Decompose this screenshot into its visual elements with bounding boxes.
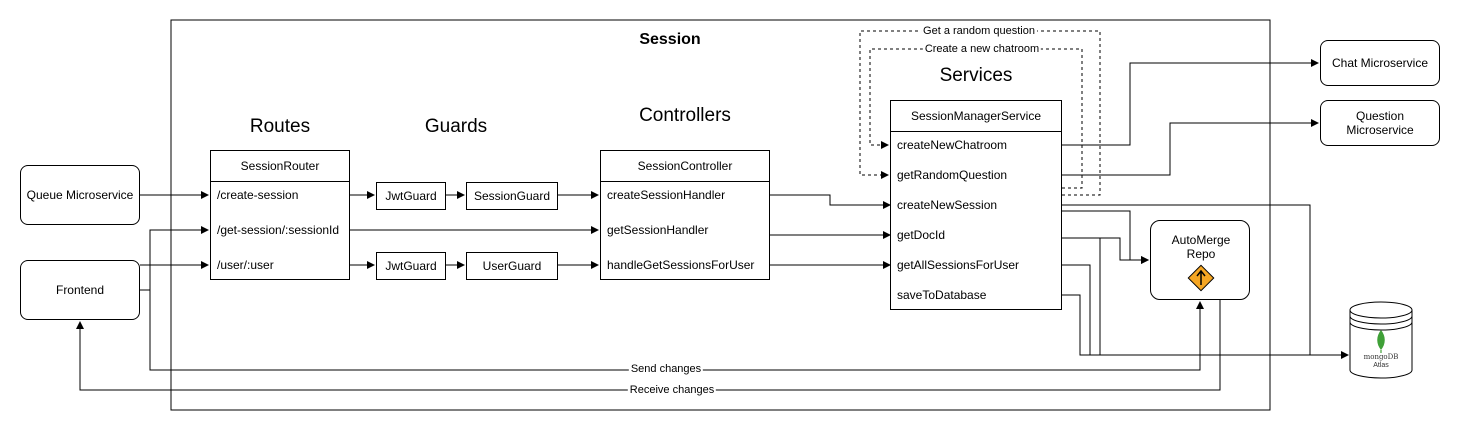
label-new-chatroom: Create a new chatroom	[922, 43, 1042, 55]
method-get-all-sessions-for-user: getAllSessionsForUser	[897, 258, 1020, 272]
edge-create-handler-to-create-session	[770, 194, 891, 209]
queue-microservice-label: Queue Microservice	[26, 188, 134, 202]
routes-heading: Routes	[249, 116, 311, 137]
edge-create-session-to-automerge	[1062, 210, 1149, 264]
edge-to-question-microservice	[1062, 119, 1319, 176]
edge-receive-changes	[76, 300, 1221, 391]
handler-get-session: getSessionHandler	[607, 223, 709, 237]
jwt-guard-label-1: JwtGuard	[385, 189, 437, 203]
merge-warning-icon	[1187, 264, 1215, 292]
user-guard-label: UserGuard	[482, 259, 542, 273]
route-user: /user/:user	[217, 258, 274, 272]
edge-get-all-to-mongo	[1062, 264, 1091, 355]
session-guard-label: SessionGuard	[473, 189, 551, 203]
frontend-box: Frontend	[20, 260, 140, 320]
route-create-session: /create-session	[217, 188, 299, 202]
mongodb-brand-text: mongoDB	[1363, 353, 1399, 361]
automerge-repo-box: AutoMerge Repo	[1150, 220, 1250, 300]
edge-random-question-loop	[859, 30, 1101, 196]
method-create-new-session: createNewSession	[897, 198, 998, 212]
session-title: Session	[639, 31, 701, 48]
edge-frontend-to-get-session	[140, 226, 209, 291]
method-get-random-question: getRandomQuestion	[897, 168, 1008, 182]
handler-get-sessions-for-user: handleGetSessionsForUser	[607, 258, 755, 272]
handler-create-session: createSessionHandler	[607, 188, 726, 202]
mongodb-atlas-database-icon	[1349, 301, 1413, 379]
method-save-to-database: saveToDatabase	[897, 288, 987, 302]
method-get-doc-id: getDocId	[897, 228, 946, 242]
question-microservice-box: Question Microservice	[1320, 100, 1440, 146]
jwt-guard-box-2: JwtGuard	[376, 252, 446, 280]
label-send-changes: Send changes	[628, 363, 704, 375]
label-receive-changes: Receive changes	[627, 384, 717, 396]
controllers-heading: Controllers	[639, 105, 731, 126]
session-container	[170, 19, 1271, 411]
frontend-label: Frontend	[55, 283, 105, 297]
session-guard-box: SessionGuard	[466, 182, 558, 210]
session-controller-header: SessionController	[601, 151, 769, 182]
mongodb-atlas-text: Atlas	[1373, 362, 1389, 369]
label-random-question: Get a random question	[921, 25, 1037, 37]
session-manager-service-header: SessionManagerService	[891, 101, 1061, 132]
edge-to-chat-microservice	[1062, 59, 1319, 146]
edge-getdocid-to-automerge	[1062, 237, 1149, 264]
automerge-repo-label: AutoMerge Repo	[1171, 233, 1231, 261]
jwt-guard-label-2: JwtGuard	[385, 259, 437, 273]
services-heading: Services	[939, 65, 1013, 86]
session-router-header: SessionRouter	[211, 151, 349, 182]
method-create-new-chatroom: createNewChatroom	[897, 138, 1008, 152]
queue-microservice-box: Queue Microservice	[20, 165, 140, 225]
chat-microservice-label: Chat Microservice	[1331, 56, 1429, 70]
user-guard-box: UserGuard	[466, 252, 558, 280]
guards-heading: Guards	[424, 116, 488, 137]
session-controller-class: SessionController createSessionHandler g…	[600, 150, 770, 280]
chat-microservice-box: Chat Microservice	[1320, 40, 1440, 86]
session-manager-service-class: SessionManagerService createNewChatroom …	[890, 100, 1062, 310]
route-get-session: /get-session/:sessionId	[217, 223, 340, 237]
edge-create-session-to-mongo	[1062, 204, 1311, 355]
jwt-guard-box-1: JwtGuard	[376, 182, 446, 210]
session-router-class: SessionRouter /create-session /get-sessi…	[210, 150, 350, 280]
edge-save-to-mongo	[1062, 294, 1349, 359]
question-microservice-label: Question Microservice	[1346, 109, 1414, 137]
